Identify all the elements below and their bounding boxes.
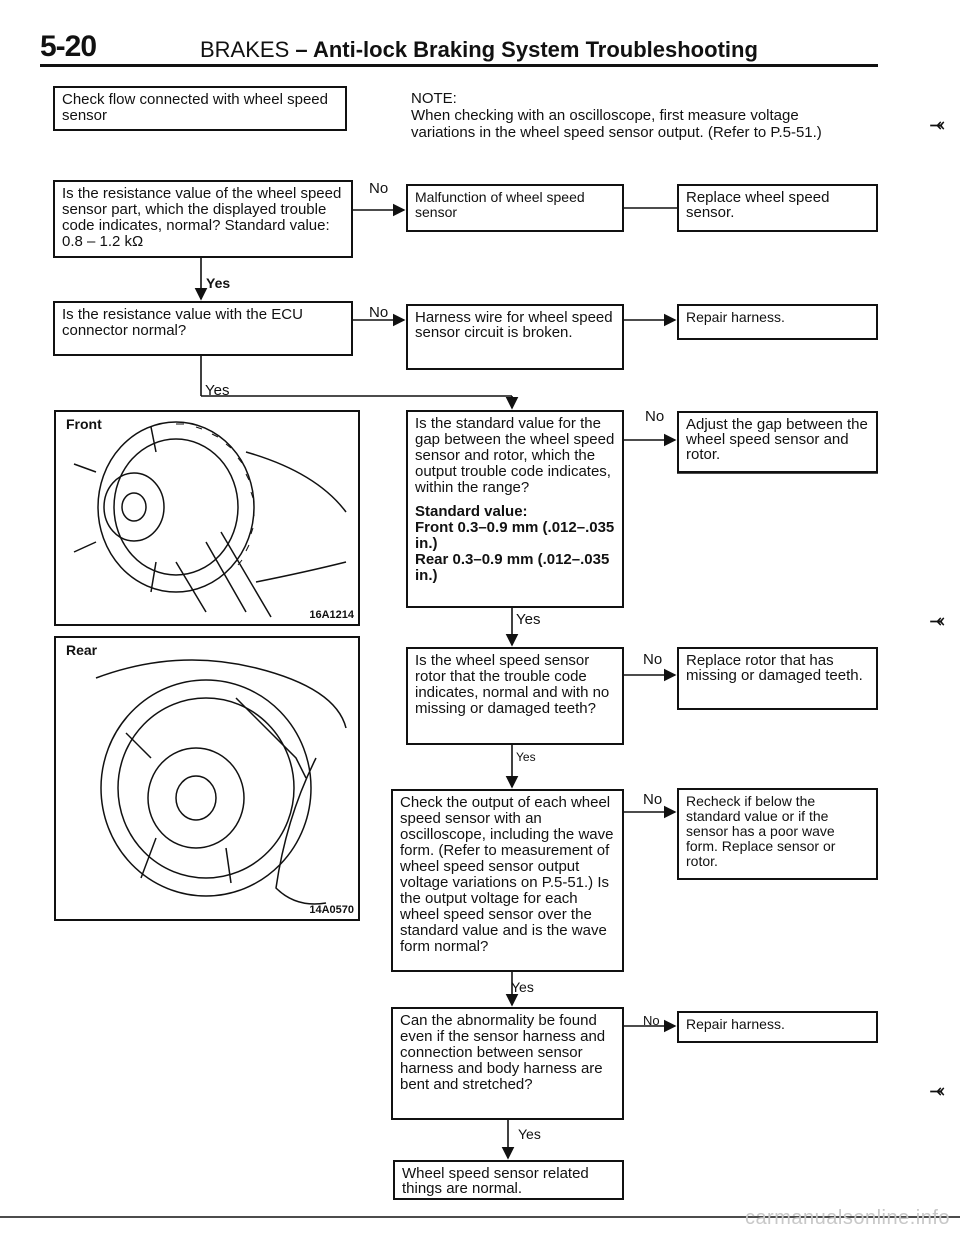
yes-label: Yes <box>206 275 231 291</box>
q5-action-box: Recheck if below the standard value or i… <box>677 788 878 880</box>
step-q5-text: Check the output of each wheel speed sen… <box>400 794 614 955</box>
end-text: Wheel speed sensor related things are no… <box>402 1165 589 1197</box>
q1-no-result-text: Malfunction of wheel speed sensor <box>415 189 585 220</box>
step-q1-box: Is the resistance value of the wheel spe… <box>53 180 353 258</box>
header-rule <box>40 64 878 67</box>
step-q3-box: Is the standard value for the gap betwee… <box>406 410 624 608</box>
yes-label: Yes <box>516 611 541 628</box>
q4-action-text: Replace rotor that has missing or damage… <box>686 652 863 684</box>
margin-mark: ⤛ <box>930 610 945 630</box>
q4-action-box: Replace rotor that has missing or damage… <box>677 647 878 710</box>
no-label: No <box>369 304 389 321</box>
q2-no-result-box: Harness wire for wheel speed sensor circ… <box>406 304 624 370</box>
no-label: No <box>643 651 663 668</box>
step-q6-text: Can the abnormality be found even if the… <box>400 1012 606 1093</box>
rear-wheel-illustration <box>95 659 347 905</box>
no-label: No <box>643 791 663 808</box>
page-number: 5-20 <box>40 30 97 63</box>
std-rear: Rear 0.3–0.9 mm (.012–.035 in.) <box>415 551 610 584</box>
rear-figure-code: 14A0570 <box>309 904 354 916</box>
step-q2-text: Is the resistance value with the ECU con… <box>62 306 303 339</box>
q2-no-result-text: Harness wire for wheel speed sensor circ… <box>415 309 613 341</box>
watermark: carmanualsonline.info <box>744 1207 950 1229</box>
q3-action-box: Adjust the gap between the wheel speed s… <box>677 411 878 473</box>
page-header-title: BRAKES – Anti-lock Braking System Troubl… <box>200 37 758 63</box>
header-dash: – <box>295 37 308 62</box>
note-label: NOTE: <box>411 90 457 107</box>
no-label: No <box>643 1013 660 1028</box>
q6-action-box: Repair harness. <box>677 1011 878 1043</box>
std-label: Standard value: <box>415 503 528 520</box>
yes-label: Yes <box>511 979 534 995</box>
note: NOTE: When checking with an oscilloscope… <box>411 90 856 141</box>
std-front: Front 0.3–0.9 mm (.012–.035 in.) <box>415 519 615 552</box>
margin-mark: ⤛ <box>930 1080 945 1100</box>
yes-label: Yes <box>205 382 230 399</box>
rear-wheel-figure: Rear 14A0570 <box>54 636 360 921</box>
q1-no-result-box: Malfunction of wheel speed sensor <box>406 184 624 232</box>
q2-action-text: Repair harness. <box>686 309 785 325</box>
front-caption: Front <box>64 416 104 432</box>
header-title: Anti-lock Braking System Troubleshooting <box>312 37 758 62</box>
front-figure-code: 16A1214 <box>309 609 354 621</box>
step-q4-text: Is the wheel speed sensor rotor that the… <box>415 652 610 717</box>
q1-action-box: Replace wheel speed sensor. <box>677 184 878 232</box>
q2-action-box: Repair harness. <box>677 304 878 340</box>
flow-title: Check flow connected with wheel speed se… <box>62 91 328 124</box>
yes-label: Yes <box>518 1126 541 1142</box>
note-text: When checking with an oscilloscope, firs… <box>411 107 822 141</box>
front-wheel-illustration <box>73 421 347 618</box>
step-q5-box: Check the output of each wheel speed sen… <box>391 789 624 972</box>
q5-action-text: Recheck if below the standard value or i… <box>686 793 836 869</box>
step-q1-text: Is the resistance value of the wheel spe… <box>62 185 342 250</box>
end-box: Wheel speed sensor related things are no… <box>393 1160 624 1200</box>
rear-caption: Rear <box>64 642 100 658</box>
flow-title-box: Check flow connected with wheel speed se… <box>53 86 347 131</box>
section-name: BRAKES <box>200 37 290 62</box>
q3-action-text: Adjust the gap between the wheel speed s… <box>686 416 868 463</box>
margin-mark: ⤛ <box>930 114 945 134</box>
step-q3-text: Is the standard value for the gap betwee… <box>415 415 615 496</box>
no-label: No <box>369 180 389 197</box>
step-q4-box: Is the wheel speed sensor rotor that the… <box>406 647 624 745</box>
no-label: No <box>645 408 665 425</box>
step-q6-box: Can the abnormality be found even if the… <box>391 1007 624 1120</box>
q1-action-text: Replace wheel speed sensor. <box>686 189 830 221</box>
step-q2-box: Is the resistance value with the ECU con… <box>53 301 353 356</box>
q6-action-text: Repair harness. <box>686 1016 785 1032</box>
front-wheel-figure: Front 16A1214 <box>54 410 360 626</box>
yes-label: Yes <box>516 750 536 764</box>
